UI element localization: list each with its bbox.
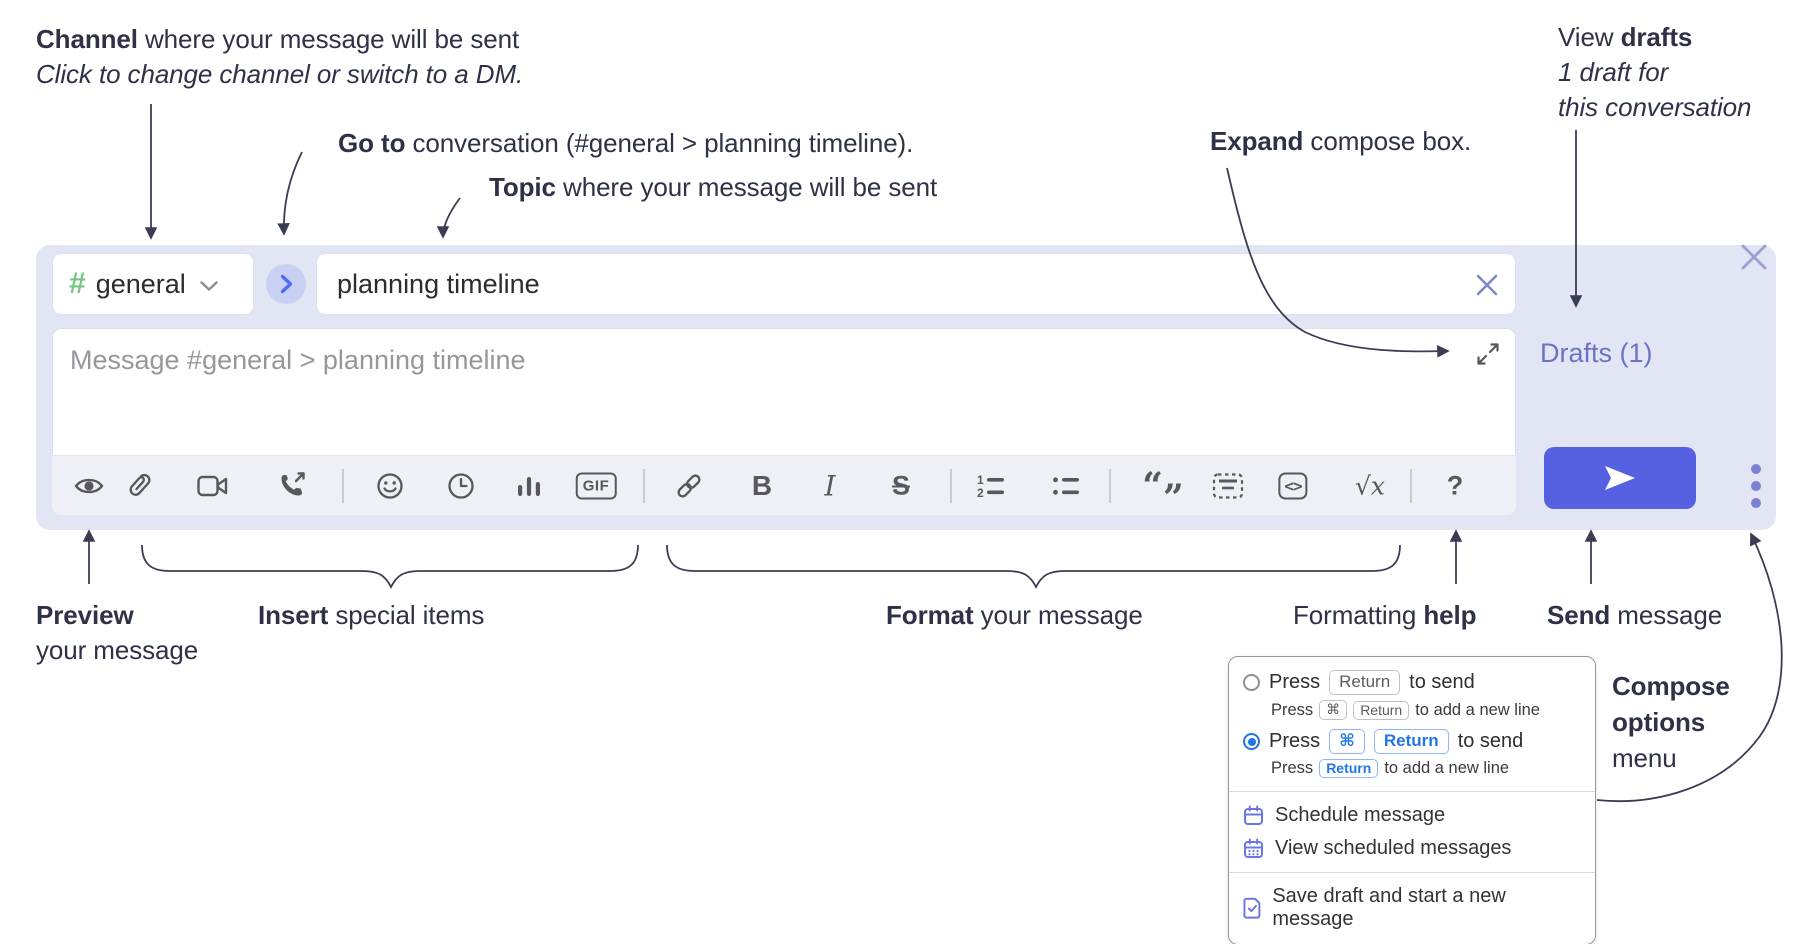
math-icon[interactable]: √x xyxy=(1354,471,1386,500)
menu-item-view-scheduled-messages[interactable]: View scheduled messages xyxy=(1229,832,1595,865)
toolbar-divider xyxy=(342,469,344,503)
compose-toolbar: GIF B I S 1 2 xyxy=(52,455,1516,519)
toolbar-divider xyxy=(643,469,645,503)
quote-icon[interactable]: “” xyxy=(1142,464,1184,519)
annotation-channel: Channel where your message will be sent … xyxy=(36,24,524,89)
annotation-goto: Go to conversation (#general > planning … xyxy=(338,128,914,158)
toolbar-divider xyxy=(950,469,952,503)
preview-eye-icon[interactable] xyxy=(74,475,104,496)
annotation-drafts: View drafts 1 draft for this conversatio… xyxy=(1558,22,1752,122)
key-cmd: ⌘ xyxy=(1329,729,1365,754)
radio-selected-icon[interactable] xyxy=(1243,733,1260,750)
key-cmd: ⌘ xyxy=(1319,700,1348,720)
radio-unselected-icon[interactable] xyxy=(1243,674,1260,691)
formatting-help-icon[interactable]: ? xyxy=(1446,470,1464,500)
menu-option-cmd-enter-to-send[interactable]: Press ⌘ Return to send xyxy=(1229,726,1595,757)
time-icon[interactable] xyxy=(447,472,475,500)
send-plane-icon xyxy=(1605,466,1635,490)
channel-hash-icon: # xyxy=(69,267,86,300)
annotation-send: Send message xyxy=(1547,600,1723,630)
key-return: Return xyxy=(1373,729,1449,754)
draft-file-check-icon xyxy=(1243,897,1261,919)
annotation-format: Format your message xyxy=(886,600,1143,630)
video-call-icon[interactable] xyxy=(197,474,229,497)
connector-goto xyxy=(277,151,303,236)
message-placeholder: Message #general > planning timeline xyxy=(70,345,526,375)
topic-input[interactable] xyxy=(316,253,1516,315)
compose-options-menu: Press Return to send Press ⌘ Return to a… xyxy=(1228,656,1596,944)
annotation-insert: Insert special items xyxy=(258,600,485,630)
poll-chart-icon[interactable] xyxy=(516,473,543,499)
brace-format xyxy=(666,544,1401,590)
gif-icon[interactable]: GIF xyxy=(575,472,617,499)
drafts-link[interactable]: Drafts (1) xyxy=(1540,338,1653,368)
strikethrough-icon[interactable]: S xyxy=(891,470,911,500)
key-return: Return xyxy=(1353,700,1410,720)
expand-compose-icon[interactable] xyxy=(1475,341,1501,367)
compose-options-menu-icon[interactable] xyxy=(1747,462,1765,512)
toolbar-divider xyxy=(1410,469,1412,503)
italic-icon[interactable]: I xyxy=(824,469,836,502)
menu-option-enter-to-send[interactable]: Press Return to send xyxy=(1229,667,1595,698)
code-icon[interactable]: <> xyxy=(1278,472,1308,499)
link-icon[interactable] xyxy=(674,471,704,501)
annotation-compose-options: Compose options menu xyxy=(1612,671,1730,773)
key-return: Return xyxy=(1329,670,1401,695)
channel-name: general xyxy=(95,268,186,299)
calendar-icon xyxy=(1244,805,1263,825)
connector-topic xyxy=(436,197,461,239)
chevron-down-icon xyxy=(200,280,218,291)
annotation-expand: Expand compose box. xyxy=(1210,126,1472,156)
numbered-list-icon[interactable]: 1 2 xyxy=(976,473,1008,499)
brace-insert xyxy=(141,544,639,590)
calendar-dots-icon xyxy=(1244,838,1263,858)
attach-file-icon[interactable] xyxy=(124,471,154,501)
annotation-formatting-help: Formatting help xyxy=(1293,600,1477,630)
menu-option-cmd-enter-subtext: Press Return to add a new line xyxy=(1271,759,1510,778)
channel-selector-button[interactable]: # general xyxy=(52,253,254,315)
menu-item-schedule-message[interactable]: Schedule message xyxy=(1229,799,1595,832)
send-button[interactable] xyxy=(1544,447,1696,509)
menu-divider xyxy=(1229,872,1595,873)
topic-clear-icon[interactable] xyxy=(1476,274,1498,296)
annotation-preview: Preview your message xyxy=(36,600,199,665)
svg-text:1: 1 xyxy=(977,473,984,487)
chevron-right-icon xyxy=(280,274,293,294)
emoji-icon[interactable] xyxy=(376,472,404,500)
annotation-topic: Topic where your message will be sent xyxy=(489,172,938,202)
bold-icon[interactable]: B xyxy=(751,469,773,501)
voice-call-icon[interactable] xyxy=(278,471,308,501)
menu-item-save-draft-new-message[interactable]: Save draft and start a new message xyxy=(1229,880,1595,936)
menu-option-enter-subtext: Press ⌘ Return to add a new line xyxy=(1271,700,1540,720)
close-compose-icon[interactable] xyxy=(1740,243,1768,271)
svg-text:2: 2 xyxy=(977,486,984,499)
menu-divider xyxy=(1229,791,1595,792)
goto-conversation-button[interactable] xyxy=(266,264,306,304)
key-return: Return xyxy=(1319,759,1379,778)
spoiler-icon[interactable] xyxy=(1212,471,1244,500)
bulleted-list-icon[interactable] xyxy=(1051,473,1083,499)
toolbar-divider xyxy=(1109,469,1111,503)
